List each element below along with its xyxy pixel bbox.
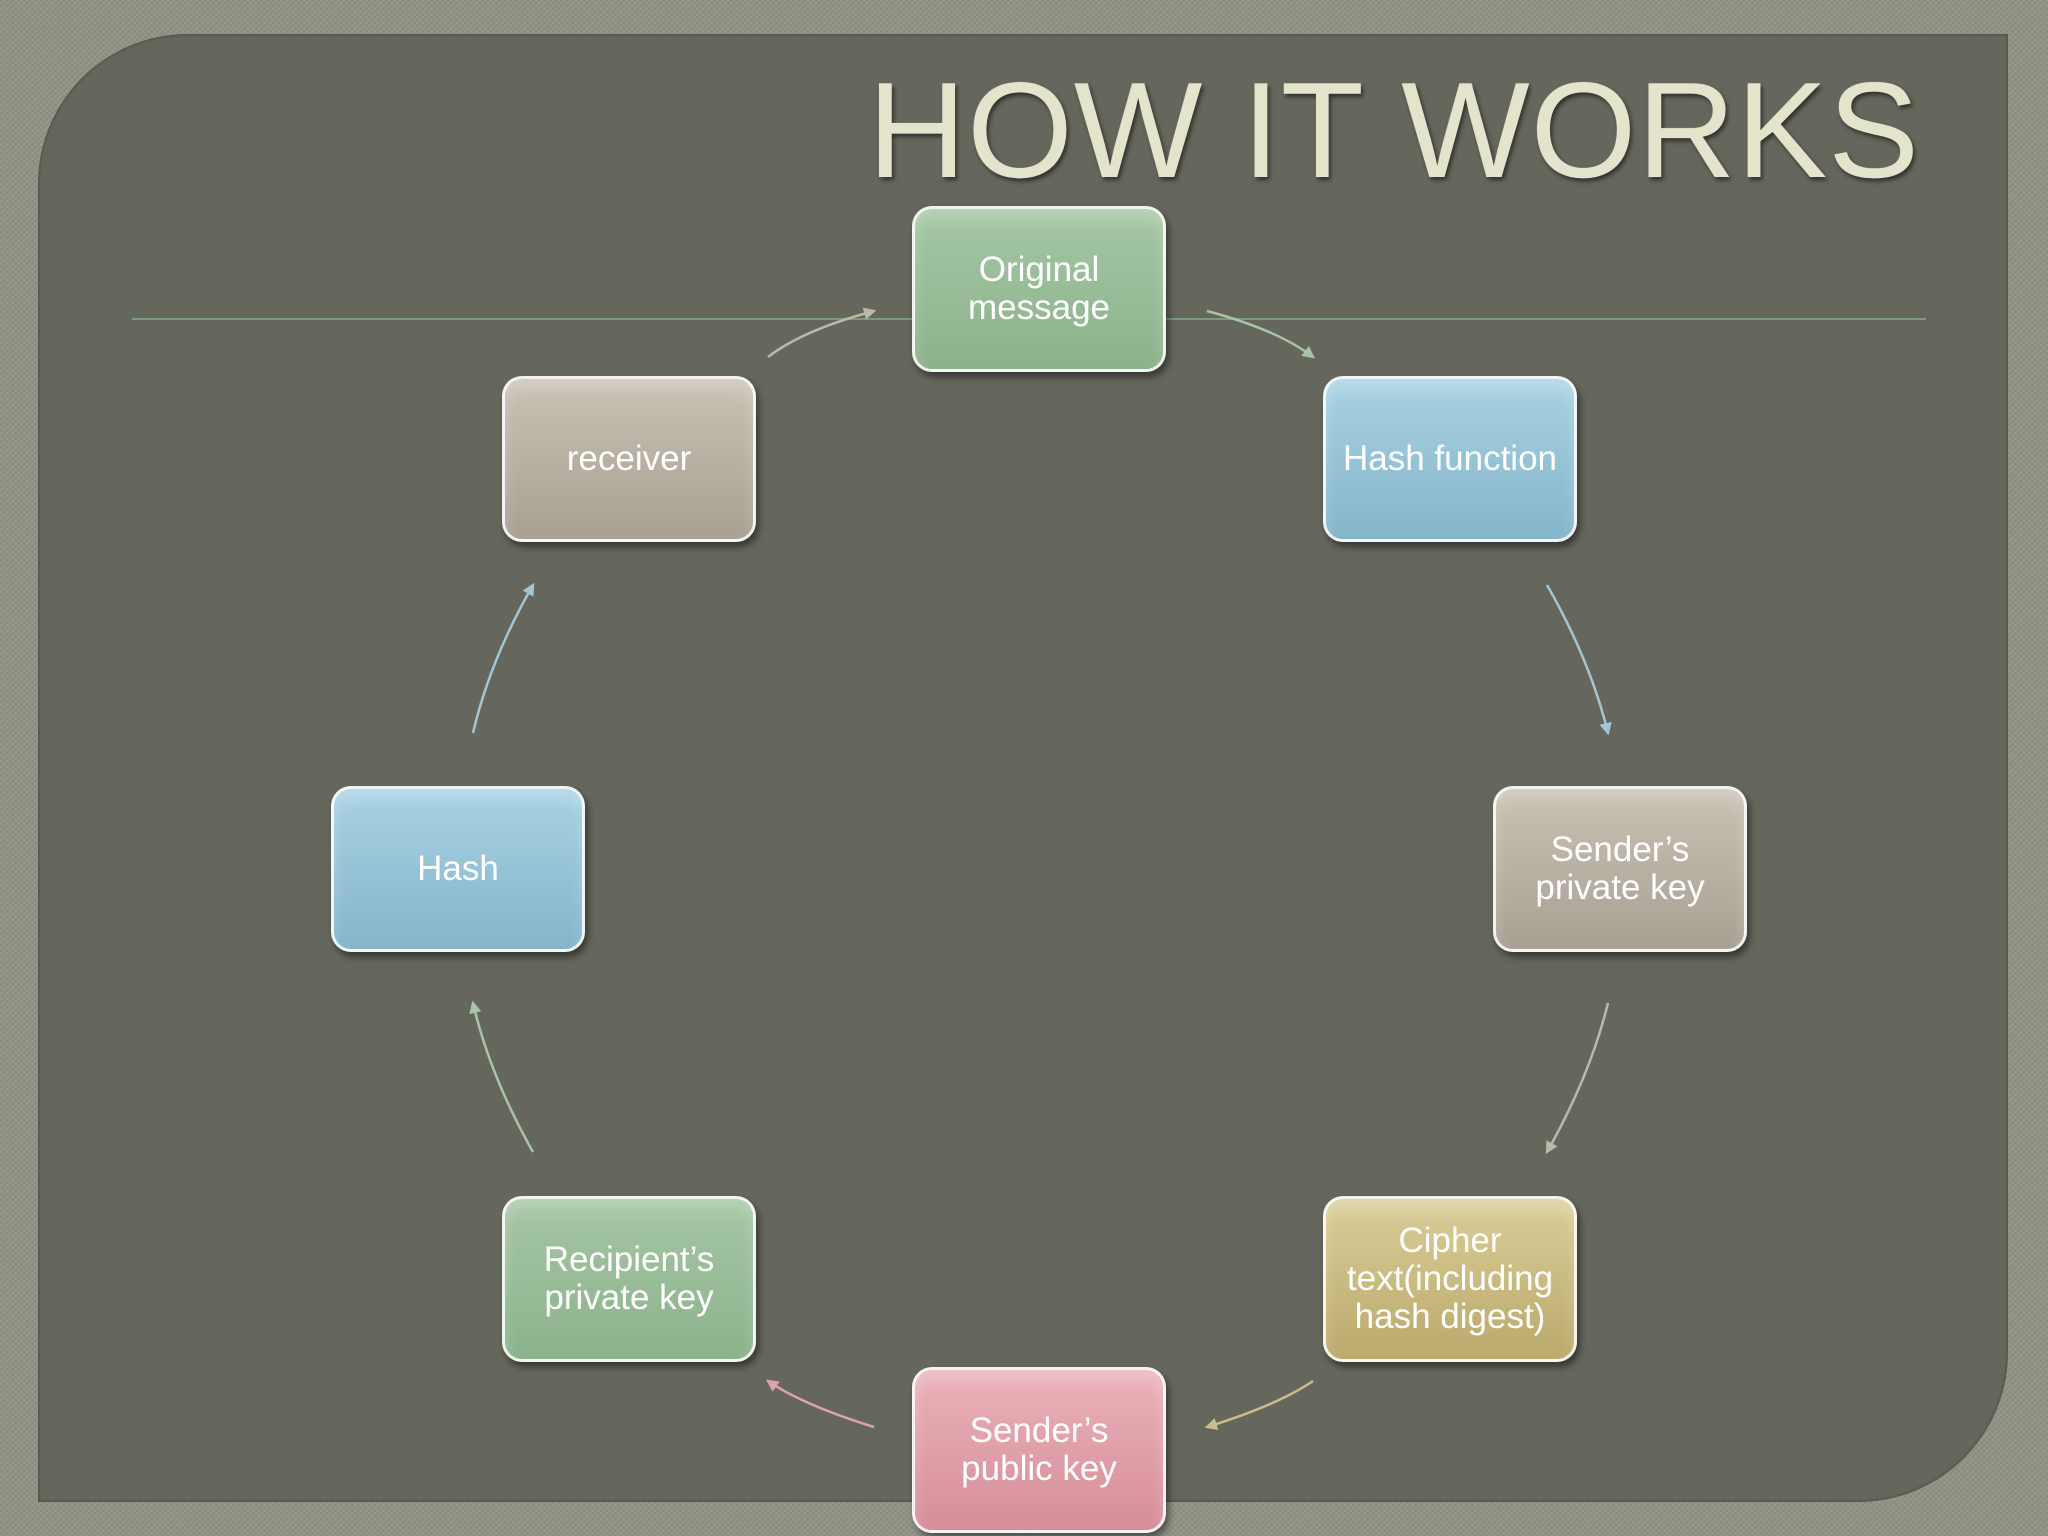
node-label: Sender’s public key: [961, 1411, 1117, 1488]
node-original-message: Original message: [912, 206, 1166, 372]
arrow-hash-to-receiver: [471, 582, 535, 734]
arrow-senders-public-key-to-recipients-private-key: [765, 1379, 875, 1429]
node-senders-private-key: Sender’s private key: [1493, 786, 1747, 952]
arrow-recipients-private-key-to-hash: [469, 1000, 535, 1153]
node-senders-public-key: Sender’s public key: [912, 1367, 1166, 1533]
node-label: Cipher text(including hash digest): [1346, 1221, 1554, 1336]
node-cipher-text: Cipher text(including hash digest): [1323, 1196, 1577, 1362]
node-label: Original message: [967, 250, 1111, 327]
arrow-receiver-to-original-message: [767, 307, 877, 358]
node-label: Hash: [417, 849, 499, 888]
node-recipients-private-key: Recipient’s private key: [502, 1196, 756, 1362]
node-hash-function: Hash function: [1323, 376, 1577, 542]
arrow-cipher-text-to-senders-public-key: [1204, 1379, 1314, 1431]
node-receiver: receiver: [502, 376, 756, 542]
arrow-original-message-to-hash-function: [1206, 309, 1315, 359]
arrow-senders-private-key-to-cipher-text: [1545, 1002, 1610, 1155]
node-hash: Hash: [331, 786, 585, 952]
slide-title: HOW IT WORKS: [867, 54, 1920, 206]
arrow-hash-function-to-senders-private-key: [1545, 584, 1612, 736]
node-label: Hash function: [1342, 439, 1558, 478]
node-label: Sender’s private key: [1535, 830, 1705, 907]
node-label: Recipient’s private key: [543, 1240, 715, 1317]
node-label: receiver: [566, 439, 692, 478]
